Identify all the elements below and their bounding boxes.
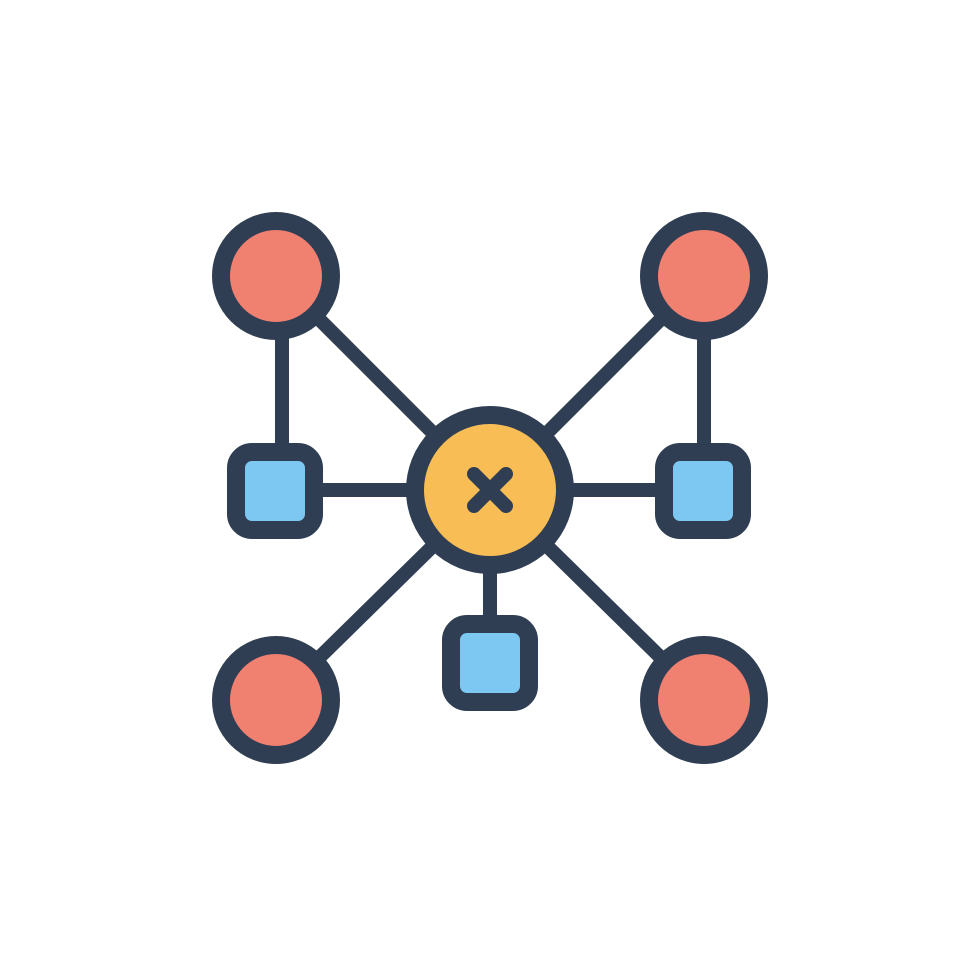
outer-node-bottom-left [212, 636, 340, 764]
close-icon [467, 467, 513, 513]
outer-node-bottom-right [640, 636, 768, 764]
square-node-bottom [442, 615, 538, 711]
outer-node-top-right [640, 212, 768, 340]
outer-node-top-left [212, 212, 340, 340]
square-node-right [655, 443, 751, 539]
square-node-left [227, 443, 323, 539]
